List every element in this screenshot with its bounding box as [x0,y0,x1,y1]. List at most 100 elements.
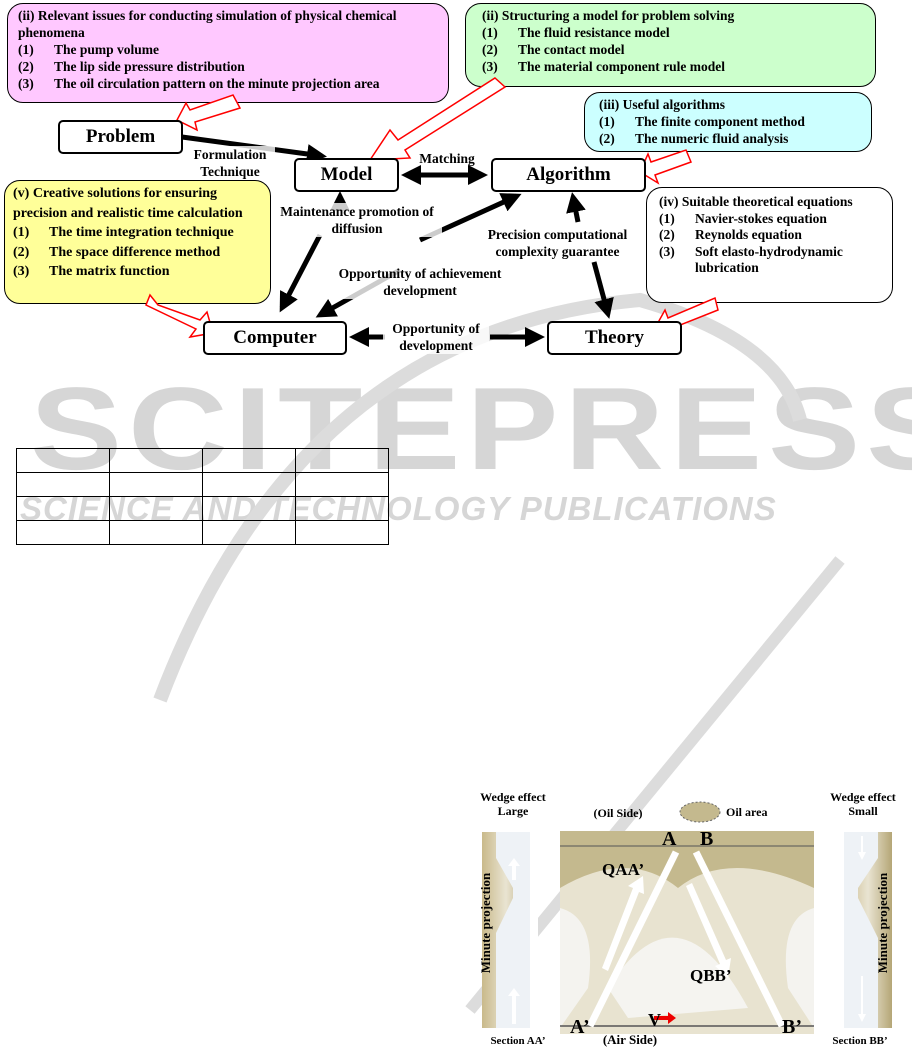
table-cell [109,520,203,545]
list-item: (1) The finite component method [599,113,861,130]
item-text: The fluid resistance model [518,25,670,40]
edge-label-matching: Matching [419,151,475,166]
item-text: Reynolds equation [695,227,802,242]
item-number: (3) [13,264,30,279]
qbb-label: QBB’ [690,966,732,985]
edge-label-maintenance: Maintenance promotion of diffusion [272,203,442,237]
oil-side-label: (Oil Side) [593,806,643,820]
section-aa-label: Section AA’ [490,1035,546,1047]
theory-equations-box: (iv) Suitable theoretical equations (1) N… [646,187,893,303]
table-cell [16,448,110,473]
item-number: (3) [482,59,498,74]
node-problem: Problem [58,120,183,154]
table-cell [295,472,389,497]
table-cell [295,448,389,473]
list-item: (2) The numeric fluid analysis [599,130,861,147]
oil-area-label: Oil area [726,805,768,819]
table-cell [16,472,110,497]
item-number: (2) [13,244,30,260]
item-number: (2) [659,227,675,242]
item-number: (3) [18,76,34,91]
theory-equations-title: (iv) Suitable theoretical equations [659,194,853,209]
item-text: The finite component method [635,114,805,129]
item-text: The time integration technique [49,225,234,240]
item-number: (2) [18,59,34,74]
model-structure-title: (ii) Structuring a model for problem sol… [482,8,735,23]
item-text: The pump volume [54,42,160,57]
algorithms-box: (iii) Useful algorithms (1) The finite co… [584,92,872,152]
table-cell [202,472,296,497]
issues-box: (ii) Relevant issues for conducting simu… [7,3,449,103]
item-text: The oil circulation pattern on the minut… [54,76,380,91]
list-item: (3) Soft elasto-hydrodynamic lubrication [659,244,880,277]
section-bb-label: Section BB’ [832,1035,888,1047]
qaa-label: QAA’ [602,860,645,879]
table-cell [295,496,389,521]
item-number: (2) [599,131,615,146]
list-item: (1) Navier-stokes equation [659,211,880,228]
model-structure-box: (ii) Structuring a model for problem sol… [465,3,876,87]
list-item: (1) The time integration technique [13,223,262,243]
item-number: (1) [18,42,34,57]
point-a-prime: A’ [570,1016,590,1038]
edge-label-development: Opportunity of development [383,320,489,354]
table-cell [109,472,203,497]
item-text: Navier-stokes equation [695,210,827,226]
list-item: (3) The matrix function [13,262,262,282]
list-item: (2) Reynolds equation [659,227,880,244]
velocity-label: V [648,1010,661,1030]
solutions-title: (v) Creative solutions for ensuring prec… [13,186,243,221]
node-theory: Theory [547,321,682,355]
edge-label-achievement: Opportunity of achievement development [320,265,520,299]
minute-projection-left: Minute projection [478,872,493,974]
list-item: (2) The space difference method [13,243,262,263]
item-number: (1) [13,225,30,240]
list-item: (2) The lip side pressure distribution [18,58,438,75]
diagram-arrows [145,77,719,347]
algorithms-title: (iii) Useful algorithms [599,97,725,112]
edge-label-formulation: Formulation Technique [185,146,275,180]
node-algorithm: Algorithm [491,158,646,192]
item-text: The numeric fluid analysis [635,131,789,146]
table-cell [295,520,389,545]
table-cell [202,520,296,545]
item-text: The space difference method [49,244,221,260]
item-text: The lip side pressure distribution [54,59,245,74]
table-cell [16,520,110,545]
item-number: (3) [659,243,675,259]
point-b: B [700,828,714,850]
item-text: The material component rule model [518,59,725,74]
table-cell [109,496,203,521]
node-computer: Computer [203,321,347,355]
wedge-small-label: Wedge effect Small [830,790,896,818]
list-item: (2)The contact model [482,41,865,58]
table-cell [202,448,296,473]
table-row [16,448,389,473]
edge-label-precision: Precision computational complexity guara… [487,227,628,259]
table-row [16,520,389,545]
list-item: (1) The pump volume [18,41,438,58]
table-cell [109,448,203,473]
list-item: (3) The oil circulation pattern on the mi… [18,75,438,92]
table-cell [16,496,110,521]
item-text: Soft elasto-hydrodynamic lubrication [695,243,843,276]
point-b-prime: B’ [782,1016,802,1038]
empty-table [16,448,389,545]
wedge-large-label: Wedge effect Large [480,790,546,818]
item-number: (2) [482,42,498,57]
item-number: (1) [599,114,615,129]
item-number: (1) [659,210,675,226]
node-model: Model [294,158,399,192]
table-row [16,496,389,521]
table-cell [202,496,296,521]
table-row [16,472,389,497]
solutions-box: (v) Creative solutions for ensuring prec… [4,180,271,304]
minute-projection-right: Minute projection [875,872,890,974]
item-text: The matrix function [49,264,170,279]
point-a: A [662,828,677,850]
list-item: (3) The material component rule model [482,58,865,75]
list-item: (1)The fluid resistance model [482,24,865,41]
air-side-label: (Air Side) [602,1032,658,1047]
oil-circulation-figure: Wedge effect Large Wedge effect Small (O… [478,788,902,1048]
